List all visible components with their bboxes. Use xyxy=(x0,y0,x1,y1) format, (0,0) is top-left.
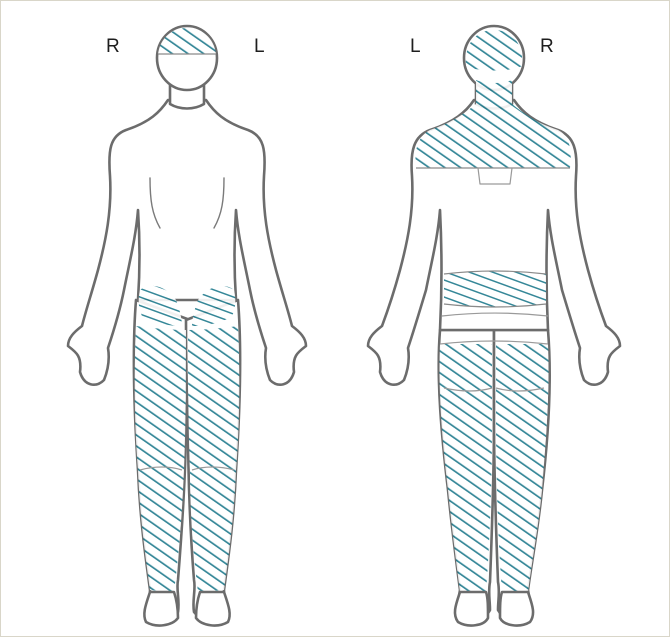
front-left-foot-outline xyxy=(196,592,230,625)
back-right-foot-outline xyxy=(500,592,533,625)
back-right-leg-shaded-region xyxy=(496,344,549,592)
back-left-foot-outline xyxy=(455,592,488,625)
front-scalp-shaded-region xyxy=(158,28,216,54)
front-right-leg-shaded-region xyxy=(135,326,186,592)
back-neck-upper-back-shaded-region xyxy=(416,80,571,168)
back-lower-back-shaded-region xyxy=(444,271,546,307)
back-left-leg-shaded-region xyxy=(439,344,492,592)
front-left-leg-shaded-region xyxy=(188,326,239,592)
front-view xyxy=(68,26,306,625)
back-view xyxy=(368,26,620,625)
front-right-foot-outline xyxy=(144,592,178,625)
